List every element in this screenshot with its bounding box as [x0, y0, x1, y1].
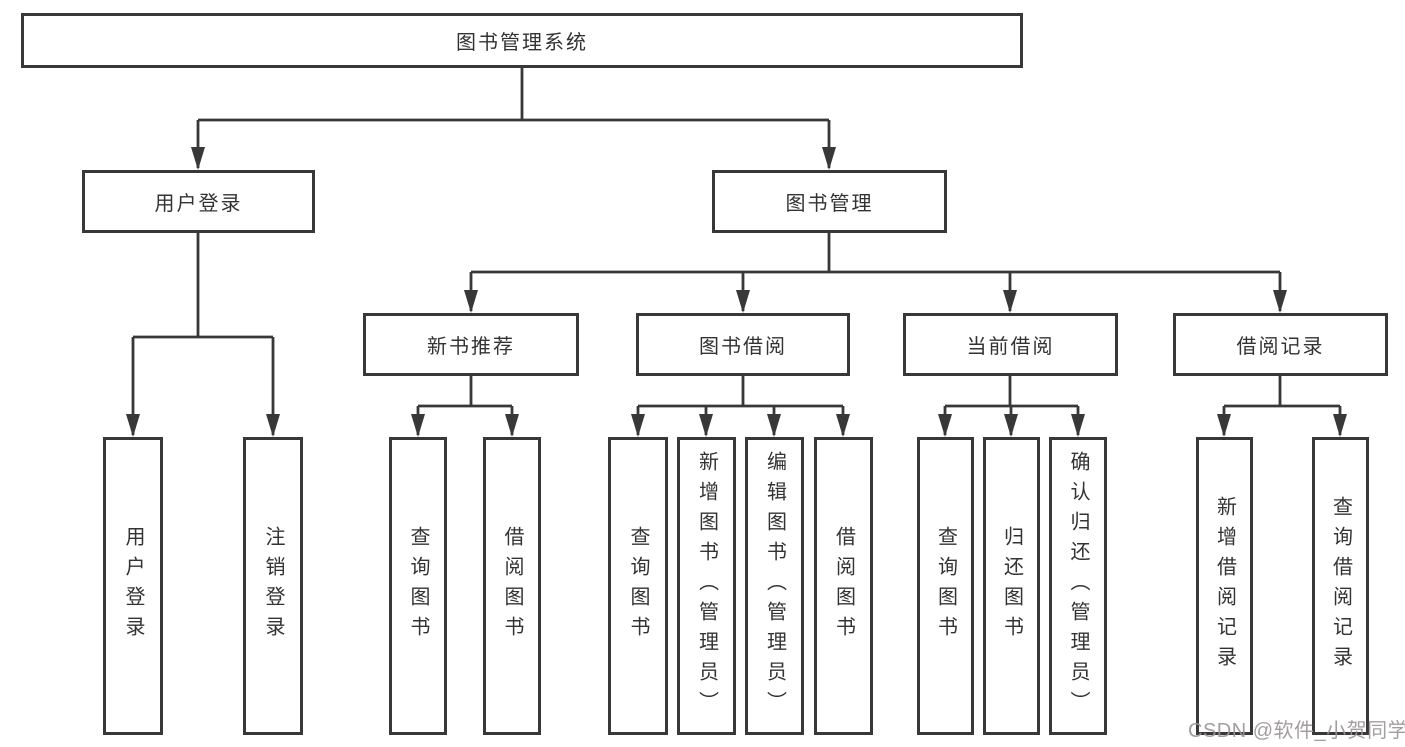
arrowhead — [1004, 414, 1018, 437]
node-label: 用户登录 — [122, 526, 144, 646]
connector-new-book-split — [416, 376, 514, 435]
node-label: 用户登录 — [154, 193, 243, 215]
node-current-borrowing: 当前借阅 — [903, 313, 1118, 376]
node-label: 图书借阅 — [699, 336, 787, 358]
node-book-management: 图书管理 — [712, 170, 947, 233]
connector-user-login-split — [131, 233, 275, 435]
leaf-borrow-books: 借阅图书 — [814, 437, 873, 735]
node-label: 借阅图书 — [832, 526, 855, 646]
arrowhead — [1217, 414, 1231, 437]
arrowhead — [1333, 414, 1347, 437]
arrowhead — [1071, 414, 1085, 437]
node-label: 注销登录 — [262, 526, 284, 646]
node-library-management-system: 图书管理系统 — [21, 13, 1023, 68]
arrowhead — [266, 414, 280, 437]
node-label: 查询借阅记录 — [1329, 496, 1352, 676]
arrowhead — [505, 414, 519, 437]
leaf-return-books: 归还图书 — [983, 437, 1040, 735]
connector-book-mgmt-split — [469, 233, 1282, 311]
connector-book-borrow-split — [636, 376, 845, 435]
leaf-confirm-return-admin: 确认归还（管理员） — [1049, 437, 1107, 735]
arrowhead — [411, 414, 425, 437]
leaf-add-books-admin: 新增图书（管理员） — [677, 437, 736, 735]
node-label: 编辑图书（管理员） — [763, 451, 786, 721]
arrowhead — [767, 414, 781, 437]
node-label: 确认归还（管理员） — [1067, 451, 1089, 721]
arrowhead — [1273, 290, 1287, 313]
arrowhead — [126, 414, 140, 437]
leaf-query-books-borrowing: 查询图书 — [608, 437, 668, 735]
node-label: 查询图书 — [627, 526, 649, 646]
leaf-user-login: 用户登录 — [103, 437, 163, 735]
arrowhead — [836, 414, 850, 437]
node-label: 借阅图书 — [501, 526, 523, 646]
csdn-watermark: CSDN @软件_小贺同学 — [1188, 720, 1405, 742]
node-new-book-recommend: 新书推荐 — [363, 313, 579, 376]
arrowhead — [938, 414, 952, 437]
leaf-query-books-recommend: 查询图书 — [389, 437, 447, 735]
node-label: 当前借阅 — [966, 336, 1055, 358]
node-book-borrowing: 图书借阅 — [636, 313, 850, 376]
arrowhead — [191, 147, 205, 170]
node-label: 新增借阅记录 — [1213, 496, 1236, 676]
leaf-query-borrow-record: 查询借阅记录 — [1312, 437, 1369, 735]
leaf-borrow-books-recommend: 借阅图书 — [483, 437, 541, 735]
node-label: 新增图书（管理员） — [695, 451, 718, 721]
arrowhead — [631, 414, 645, 437]
node-label: 图书管理 — [785, 193, 874, 215]
arrowhead — [1003, 290, 1017, 313]
node-borrowing-records: 借阅记录 — [1173, 313, 1388, 376]
node-label: 查询图书 — [934, 526, 957, 646]
node-user-login: 用户登录 — [82, 170, 315, 233]
arrowhead — [736, 290, 750, 313]
connector-root-split — [196, 68, 831, 168]
node-label: 新书推荐 — [427, 336, 515, 358]
leaf-logout: 注销登录 — [243, 437, 303, 735]
arrowhead — [699, 414, 713, 437]
node-label: 归还图书 — [1000, 526, 1023, 646]
node-label: 查询图书 — [407, 526, 429, 646]
leaf-edit-books-admin: 编辑图书（管理员） — [745, 437, 804, 735]
arrowhead — [464, 290, 478, 313]
connector-borrow-records-split — [1222, 376, 1342, 435]
leaf-query-books-current: 查询图书 — [917, 437, 974, 735]
leaf-add-borrow-record: 新增借阅记录 — [1196, 437, 1253, 735]
node-label: 图书管理系统 — [456, 32, 588, 54]
node-label: 借阅记录 — [1236, 336, 1325, 358]
arrowhead — [822, 147, 836, 170]
